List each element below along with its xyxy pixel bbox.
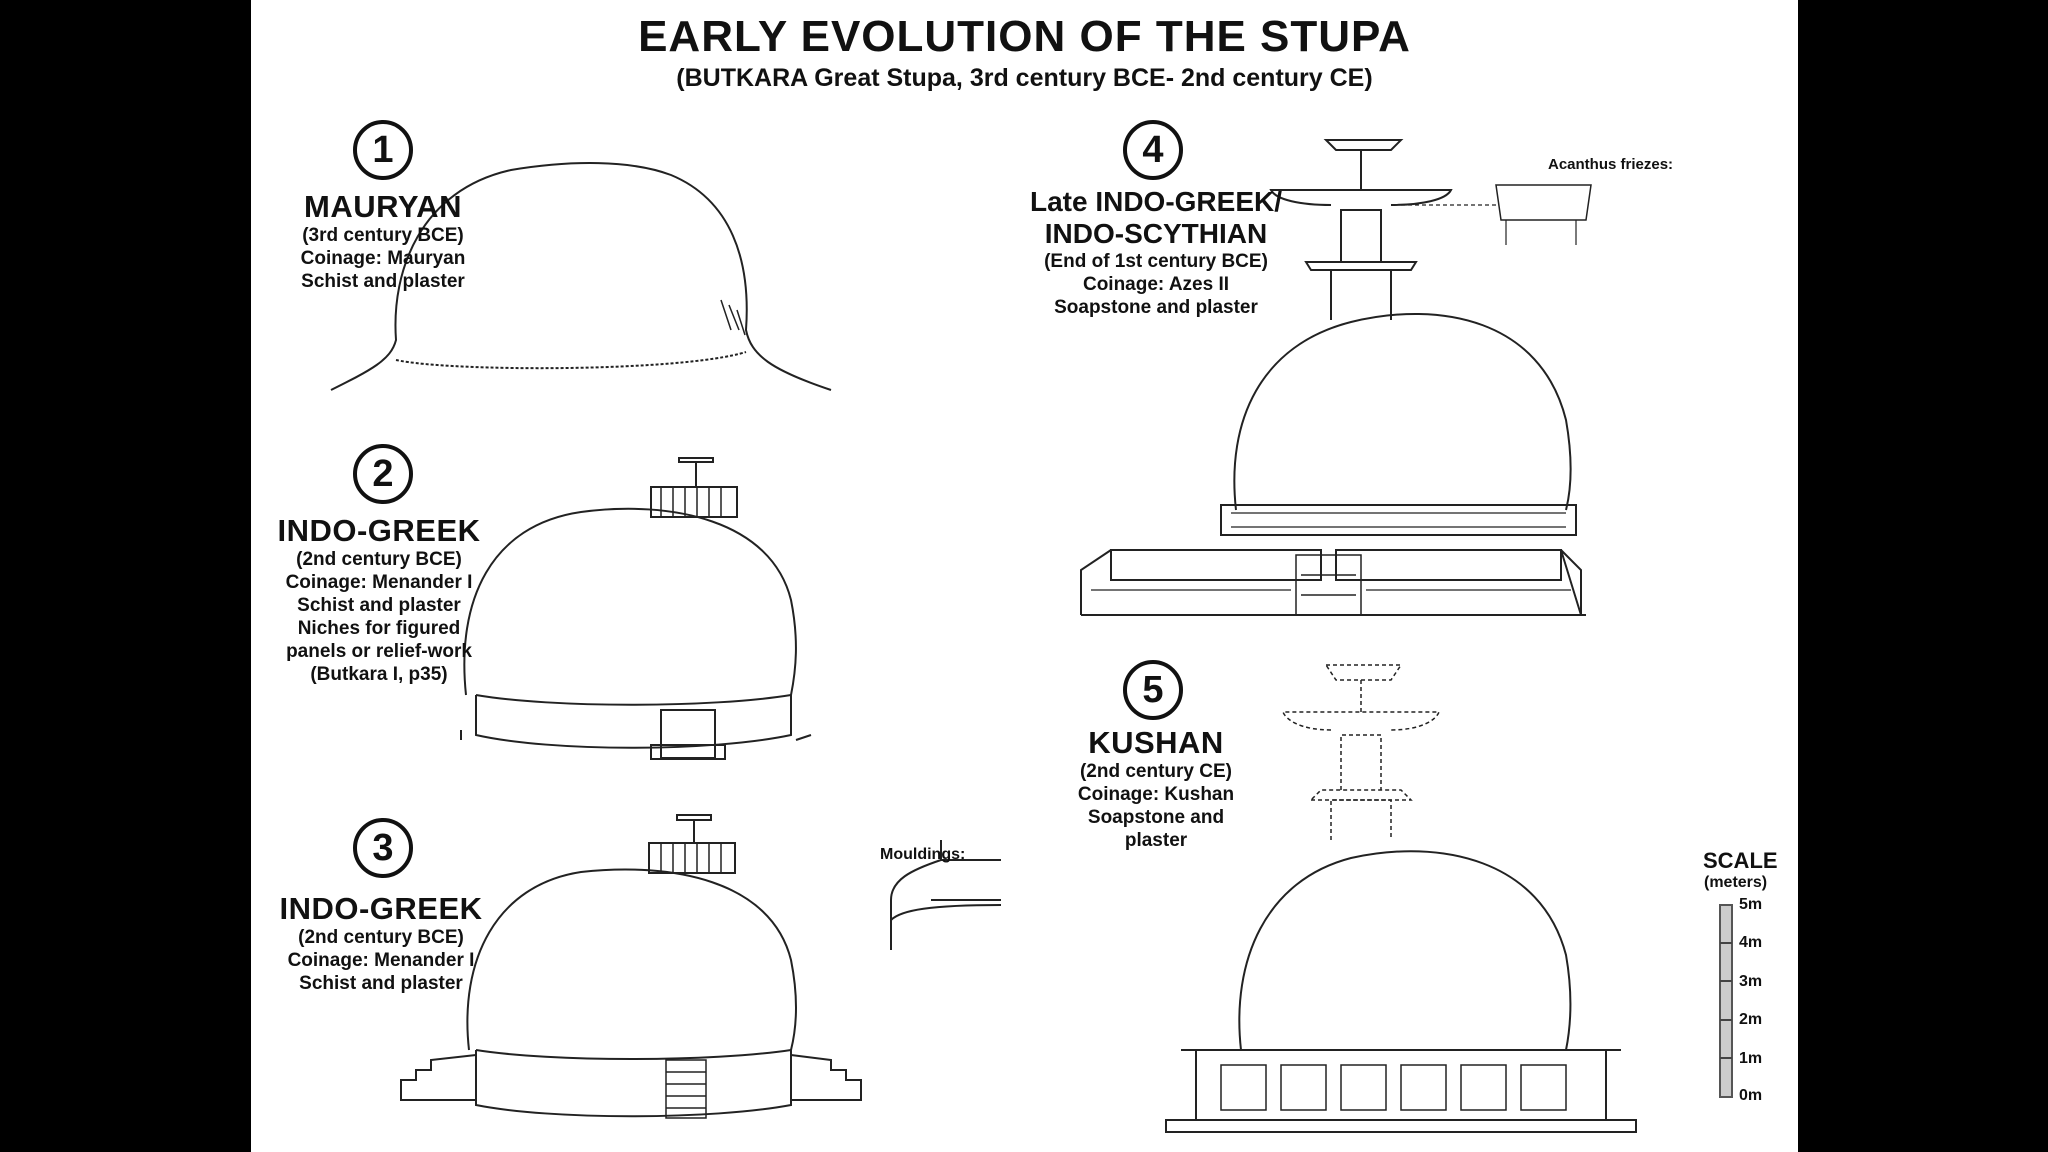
stupa-4-indo-scythian-drawing [1080, 139, 1592, 616]
stage-2-number: 2 [353, 444, 413, 504]
scale-bar [1719, 904, 1733, 1098]
stage-2-note-2: panels or relief-work [286, 641, 472, 662]
stage-4-name-prefix: Late [1029, 186, 1088, 217]
stage-5-material-2: plaster [1124, 830, 1188, 851]
stupa-3-indo-greek-drawing [400, 814, 1002, 1119]
stage-4-coinage: Coinage: Azes II [1082, 274, 1230, 295]
scale-title: SCALE [1703, 848, 1778, 873]
stage-3-coinage: Coinage: Menander I [287, 950, 475, 971]
stage-1-material: Schist and plaster [301, 271, 465, 292]
acanthus-annotation: Acanthus friezes: [1548, 156, 1674, 173]
stage-3-name: INDO-GREEK [279, 891, 483, 926]
scale-tick-1m: 1m [1739, 1050, 1763, 1067]
stage-5-material: Soapstone and [1087, 807, 1225, 828]
stage-5-date: (2nd century CE) [1079, 761, 1233, 782]
stage-2-label: INDO-GREEK (2nd century BCE) Coinage: Me… [251, 514, 507, 686]
scale-unit: (meters) [1704, 874, 1768, 891]
diagram-subtitle: (BUTKARA Great Stupa, 3rd century BCE- 2… [676, 64, 1373, 92]
stage-2-reference: (Butkara I, p35) [310, 664, 448, 685]
stage-4-number: 4 [1123, 120, 1183, 180]
stage-1-label: MAURYAN (3rd century BCE) Coinage: Maury… [263, 190, 503, 293]
scale-tick-5m: 5m [1739, 896, 1763, 913]
stage-2-material: Schist and plaster [297, 595, 461, 616]
diagram-title: EARLY EVOLUTION OF THE STUPA [638, 12, 1411, 61]
scale-tick-2m: 2m [1739, 1011, 1763, 1028]
stage-1-number: 1 [353, 120, 413, 180]
stupa-5-kushan-drawing [1165, 664, 1637, 1133]
stage-2-name: INDO-GREEK [277, 513, 481, 548]
mouldings-annotation: Mouldings: [880, 846, 966, 863]
stage-1-date: (3rd century BCE) [302, 225, 464, 246]
diagram-panel: EARLY EVOLUTION OF THE STUPA (BUTKARA Gr… [251, 0, 1798, 1152]
stage-3-date: (2nd century BCE) [298, 927, 464, 948]
stage-3-label: INDO-GREEK (2nd century BCE) Coinage: Me… [253, 892, 509, 995]
stage-3-number: 3 [353, 818, 413, 878]
stage-4-label: Late INDO-GREEK/ INDO-SCYTHIAN (End of 1… [991, 186, 1321, 319]
stage-5-coinage: Coinage: Kushan [1077, 784, 1235, 805]
stage-1-coinage: Coinage: Mauryan [300, 248, 466, 269]
stage-5-label: KUSHAN (2nd century CE) Coinage: Kushan … [1031, 726, 1281, 852]
stage-5-number: 5 [1123, 660, 1183, 720]
stage-2-date: (2nd century BCE) [296, 549, 462, 570]
stupa-2-indo-greek-drawing [460, 457, 812, 760]
stage-3-material: Schist and plaster [299, 973, 463, 994]
stage-4-material: Soapstone and plaster [1054, 297, 1258, 318]
stage-5-name: KUSHAN [1088, 725, 1224, 760]
scale-tick-4m: 4m [1739, 934, 1763, 951]
stage-4-name-2: INDO-SCYTHIAN [1044, 218, 1268, 249]
stage-1-name: MAURYAN [304, 189, 462, 224]
stage-4-name: INDO-GREEK/ [1095, 186, 1283, 217]
scale-tick-0m: 0m [1739, 1087, 1763, 1104]
stupa-drawings [330, 139, 1733, 1133]
stage-2-coinage: Coinage: Menander I [285, 572, 473, 593]
stupa-1-mauryan-drawing [330, 162, 832, 391]
stage-2-note-1: Niches for figured [297, 618, 461, 639]
stage-4-date: (End of 1st century BCE) [1044, 251, 1268, 272]
scale-tick-3m: 3m [1739, 973, 1763, 990]
